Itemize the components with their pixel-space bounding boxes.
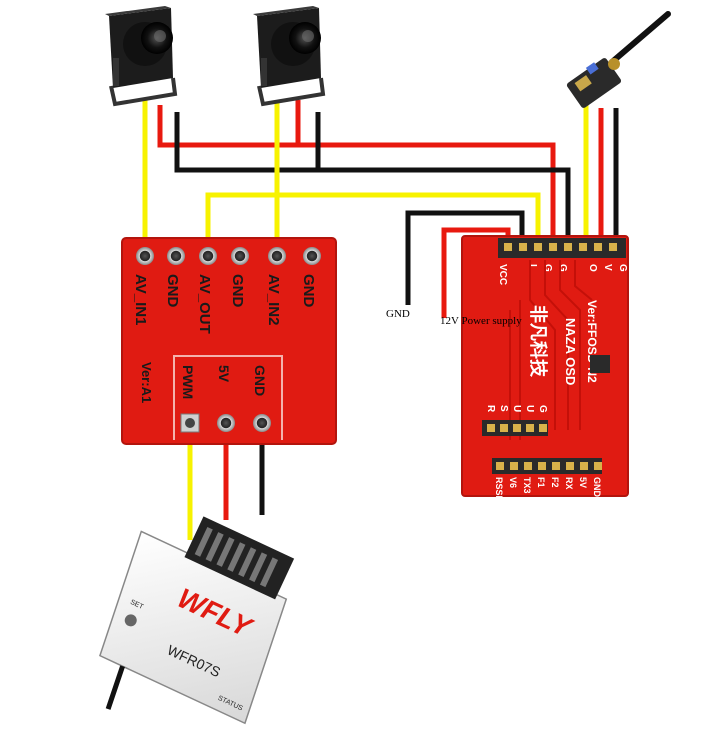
switch-top-pins xyxy=(136,247,321,265)
osd-top-pins xyxy=(504,243,617,251)
osd-board: VCC I G G O V G 非凡科技 NAZA OSD Ver:FFOSD-… xyxy=(461,235,629,498)
pin-label-av-in1: AV_IN1 xyxy=(132,274,149,325)
osd-pin-i: I xyxy=(527,264,538,267)
osd-pin-v: V xyxy=(602,264,613,271)
camera-2 xyxy=(253,6,326,107)
receiver: WFLY WFR07S STATUS SET xyxy=(99,516,295,725)
video-transmitter xyxy=(566,11,671,108)
pin-label-pwm: PWM xyxy=(180,365,196,399)
osd-pin-gnd: GND xyxy=(592,477,602,498)
osd-bottom-pins xyxy=(496,462,602,470)
osd-pin-f2: F2 xyxy=(550,477,560,488)
antenna-icon xyxy=(609,11,671,65)
wires xyxy=(142,100,619,540)
osd-pin-rssi: RSSI xyxy=(494,477,504,498)
osd-pin-vcc: VCC xyxy=(497,264,508,285)
osd-mid-s: S xyxy=(498,405,509,412)
osd-name: NAZA OSD xyxy=(563,318,578,385)
osd-mid-u2: U xyxy=(524,405,535,412)
osd-pin-g1: G xyxy=(542,264,553,272)
osd-pin-tx3: TX3 xyxy=(522,477,532,494)
receiver-set-button xyxy=(124,614,137,627)
switch-version: Ver:A1 xyxy=(139,362,154,403)
pin-label-gnd-1: GND xyxy=(164,274,181,308)
osd-pin-f1: F1 xyxy=(536,477,546,488)
wire-cam1-black xyxy=(174,112,571,245)
camera-1 xyxy=(105,6,178,107)
osd-pin-rx: RX xyxy=(564,477,574,490)
osd-pin-o: O xyxy=(587,264,598,272)
osd-pin-g2: G xyxy=(557,264,568,272)
osd-pin-g3: G xyxy=(617,264,628,272)
pin-label-av-in2: AV_IN2 xyxy=(265,274,282,325)
wire-cam1-red xyxy=(157,105,556,245)
power-supply-label: 12V Power supply xyxy=(440,315,522,327)
osd-mid-u1: U xyxy=(511,405,522,412)
pin-label-av-out: AV_OUT xyxy=(196,274,213,334)
osd-pin-v6: V6 xyxy=(508,477,518,488)
osd-traces xyxy=(509,260,593,440)
pin-label-gnd-2: GND xyxy=(229,274,246,308)
osd-pin-5v: 5V xyxy=(578,477,588,488)
pin-label-5v: 5V xyxy=(216,365,232,383)
wire-avout-yellow xyxy=(205,192,541,250)
pin-label-gnd-3: GND xyxy=(300,274,317,308)
switch-bottom-pins xyxy=(180,413,271,433)
osd-mid-pins xyxy=(487,424,547,432)
pin-label-gnd-ctrl: GND xyxy=(252,365,268,396)
wire-gnd-black xyxy=(405,210,525,305)
receiver-antenna-icon xyxy=(105,665,125,710)
osd-mid-g: G xyxy=(537,405,548,413)
osd-brand: 非凡科技 xyxy=(528,305,549,378)
osd-mid-r: R xyxy=(485,405,496,413)
video-switch-board: AV_IN1 GND AV_OUT GND AV_IN2 GND PWM 5V … xyxy=(121,237,337,445)
gnd-label: GND xyxy=(386,308,410,320)
